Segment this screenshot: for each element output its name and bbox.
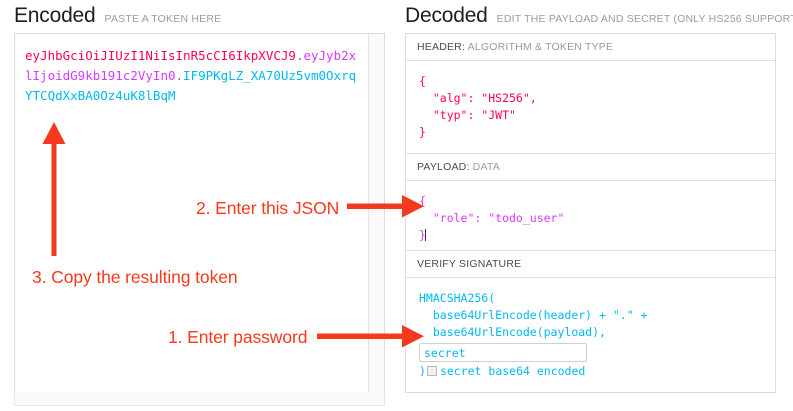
base64-encoded-label: secret base64 encoded (439, 364, 586, 378)
base64-encoded-checkbox[interactable] (426, 366, 437, 376)
encoded-panel-scrollbar[interactable] (368, 34, 384, 392)
decoded-heading: Decoded EDIT THE PAYLOAD AND SECRET (ONL… (405, 4, 793, 28)
signature-verifier: HMACSHA256( base64UrlEncode(header) + ".… (406, 278, 775, 392)
token-separator-dot-2: . (175, 68, 184, 83)
decoded-title: Decoded (405, 4, 488, 27)
token-payload-segment: eyJyb2xlIjoidG9kb191c2VyIn0 (25, 48, 357, 83)
payload-json-editor[interactable]: { "role": "todo_user" } (406, 181, 775, 251)
decoded-subtitle: EDIT THE PAYLOAD AND SECRET (ONLY HS256 … (496, 13, 793, 25)
hmac-line-1: HMACSHA256( (419, 291, 496, 305)
encoded-title: Encoded (14, 4, 96, 27)
payload-section-label-key: PAYLOAD: (417, 161, 470, 173)
signature-section-label: VERIFY SIGNATURE (406, 251, 775, 278)
text-caret (424, 229, 426, 241)
payload-json-text: { "role": "todo_user" } (419, 194, 565, 242)
secret-input-row: secret (419, 341, 775, 363)
header-section-label-rest: ALGORITHM & TOKEN TYPE (465, 41, 614, 53)
annotation-step-1: 1. Enter password (168, 327, 308, 347)
hmac-line-2: base64UrlEncode(header) + "." + (419, 308, 648, 322)
header-section-label-key: HEADER: (417, 41, 466, 53)
encoded-heading: Encoded PASTE A TOKEN HERE (14, 4, 221, 28)
close-paren: ) (419, 364, 426, 378)
annotation-step-3: 3. Copy the resulting token (32, 267, 238, 287)
encoded-token-panel[interactable]: eyJhbGciOiJIUzI1NiIsInR5cCI6IkpXVCJ9.eyJ… (14, 33, 385, 393)
token-header-segment: eyJhbGciOiJIUzI1NiIsInR5cCI6IkpXVCJ9 (25, 48, 296, 63)
header-section-label: HEADER: ALGORITHM & TOKEN TYPE (406, 34, 775, 61)
token-separator-dot-1: . (295, 48, 304, 63)
base64-option-row: ) secret base64 encoded (419, 363, 775, 380)
payload-section-label: PAYLOAD: DATA (406, 154, 775, 181)
hmac-line-3: base64UrlEncode(payload), (419, 325, 606, 339)
decoded-panel: HEADER: ALGORITHM & TOKEN TYPE { "alg": … (405, 33, 776, 393)
payload-section-label-rest: DATA (469, 161, 500, 173)
encoded-panel-statusbar (14, 392, 385, 406)
secret-input[interactable]: secret (419, 343, 587, 362)
signature-section-label-key: VERIFY SIGNATURE (417, 258, 522, 270)
encoded-token-text[interactable]: eyJhbGciOiJIUzI1NiIsInR5cCI6IkpXVCJ9.eyJ… (25, 46, 358, 106)
header-json-editor[interactable]: { "alg": "HS256", "typ": "JWT" } (406, 61, 775, 154)
annotation-step-2: 2. Enter this JSON (196, 198, 340, 218)
encoded-subtitle: PASTE A TOKEN HERE (104, 13, 222, 25)
token-signature-segment: IF9PKgLZ_XA70Uz5vm0OxrqYTCQdXxBA0Oz4uK8l… (25, 68, 357, 103)
